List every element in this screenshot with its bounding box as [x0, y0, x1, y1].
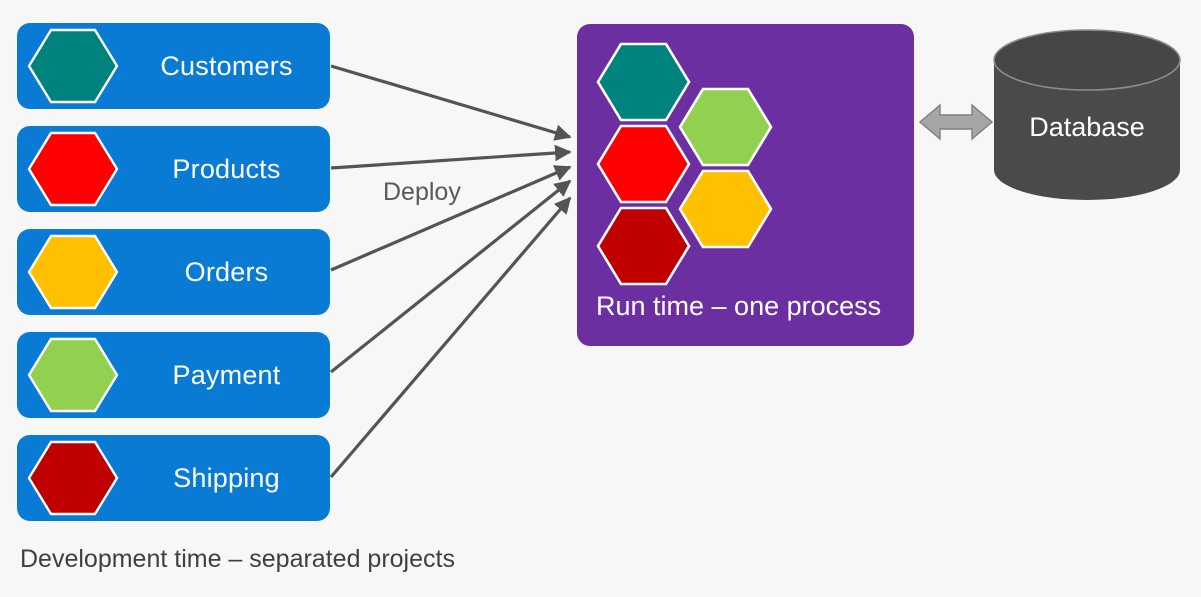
products-hexagon-icon [596, 124, 691, 204]
deploy-arrow-products [330, 144, 572, 170]
hexagon-icon [27, 28, 119, 104]
deploy-arrow-customers [330, 64, 572, 141]
project-card-label: Shipping [173, 462, 280, 493]
customers-hexagon-icon [596, 42, 691, 122]
deploy-arrow-payment [330, 179, 572, 374]
project-card-label: Products [172, 153, 281, 184]
hexagon-icon [27, 440, 119, 516]
deploy-arrow-shipping [329, 196, 572, 479]
hexagon-icon [27, 234, 119, 310]
hexagon-icon [27, 337, 119, 413]
orders-hexagon-icon [678, 169, 773, 249]
database-cylinder-icon[interactable] [993, 29, 1181, 201]
project-card-customers[interactable]: Customers [17, 23, 330, 109]
hexagon-icon [27, 131, 119, 207]
project-card-orders[interactable]: Orders [17, 229, 330, 315]
database-label: Database [1029, 111, 1145, 142]
project-card-products[interactable]: Products [17, 126, 330, 212]
runtime-process-label: Run time – one process [596, 291, 882, 321]
database-bidirectional-arrow-icon [918, 103, 994, 141]
shipping-hexagon-icon [596, 206, 691, 286]
project-card-label: Payment [172, 359, 281, 390]
project-card-payment[interactable]: Payment [17, 332, 330, 418]
project-card-label: Orders [184, 256, 269, 287]
development-time-caption: Development time – separated projects [20, 545, 455, 573]
deploy-label: Deploy [383, 178, 461, 206]
project-card-label: Customers [160, 50, 293, 81]
payment-hexagon-icon [678, 87, 773, 167]
project-card-shipping[interactable]: Shipping [17, 435, 330, 521]
runtime-process-box[interactable]: Run time – one process [577, 24, 914, 346]
